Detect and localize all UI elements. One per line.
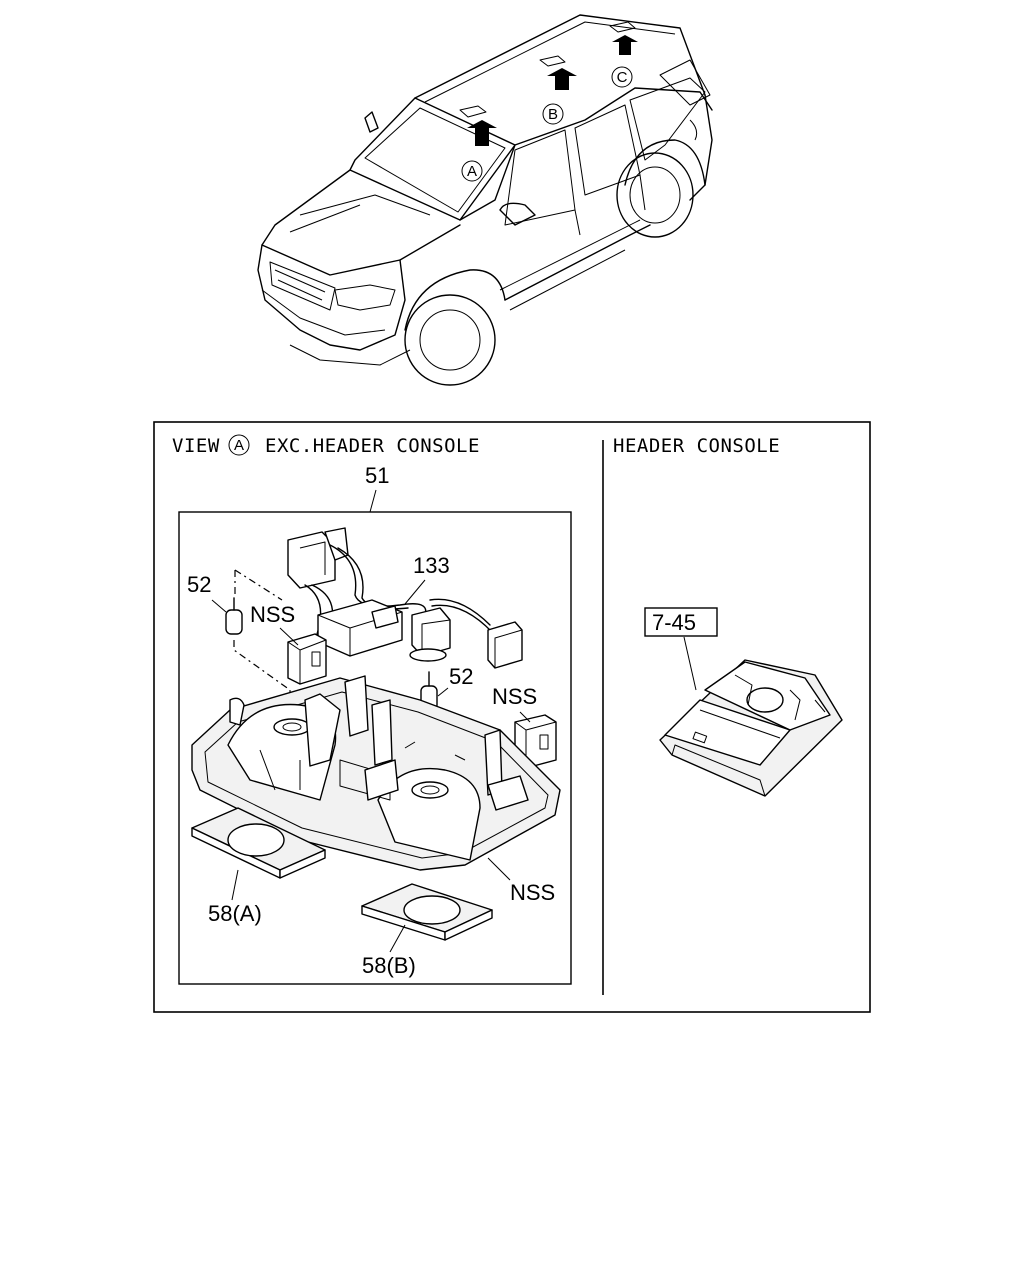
view-circle-outline [228, 434, 250, 456]
nss-leader-top [279, 627, 299, 646]
part-58a-leader [231, 869, 239, 901]
part-52-label-right: 52 [449, 664, 473, 689]
ref-leader [683, 636, 697, 691]
part-58a-label: 58(A) [208, 901, 262, 926]
view-title: EXC.HEADER CONSOLE [265, 435, 480, 457]
exploded-view-box [178, 511, 572, 985]
callout-c: C [617, 69, 628, 86]
nss-leader-bottom [487, 857, 511, 881]
wiring-harness [287, 527, 523, 669]
lens-58b [361, 883, 493, 941]
vehicle-illustration [257, 14, 713, 386]
nss-label-top: NSS [250, 602, 295, 627]
nss-leader-right [519, 711, 531, 723]
header-console-unit [659, 659, 843, 797]
bulb-52-left [225, 569, 291, 712]
lamp-housing [191, 675, 561, 871]
part-51-leader [369, 489, 377, 513]
view-circle-label: A [234, 437, 244, 454]
callout-a: A [467, 163, 477, 180]
nss-clip-top [287, 633, 327, 685]
callout-b: B [548, 106, 558, 123]
part-133-label: 133 [413, 553, 450, 578]
header-console-title: HEADER CONSOLE [613, 435, 780, 457]
ref-box [644, 607, 718, 637]
view-prefix: VIEW [172, 435, 220, 457]
part-133-leader [404, 579, 426, 605]
part-52-leader-left [211, 599, 227, 613]
nss-label-right: NSS [492, 684, 537, 709]
part-51-label: 51 [365, 463, 389, 488]
header-console-ref: 7-45 [652, 610, 696, 635]
lens-58a [191, 807, 326, 879]
part-52-label-left: 52 [187, 572, 211, 597]
part-52-leader-right [437, 687, 449, 697]
detail-frame [153, 421, 871, 1013]
part-58b-label: 58(B) [362, 953, 416, 978]
part-58b-leader [389, 924, 406, 953]
nss-label-bottom: NSS [510, 880, 555, 905]
